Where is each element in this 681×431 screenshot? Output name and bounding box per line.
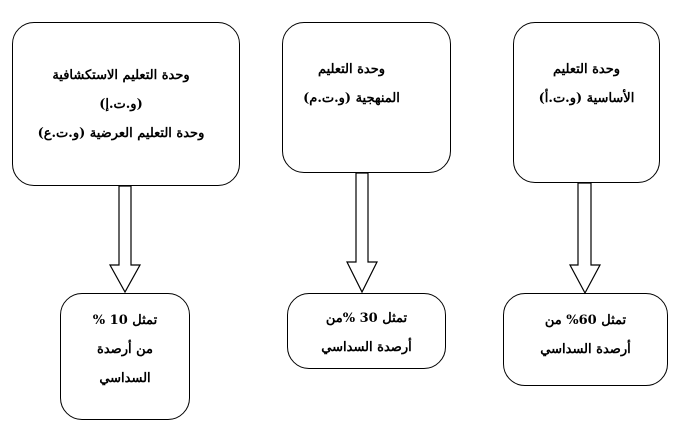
arrow-down-icon bbox=[108, 185, 142, 294]
share-text: أرصدة السداسي bbox=[321, 340, 412, 355]
share-box-30: تمثل 30 %من أرصدة السداسي bbox=[287, 293, 446, 369]
unit-title: وحدة التعليم العرضية (و.ت.ع) bbox=[37, 126, 205, 141]
unit-abbr: الأساسية (و.ت.أ) bbox=[538, 91, 635, 106]
share-text: تمثل 30 %من bbox=[325, 311, 408, 326]
unit-box-exploratory-transversal: وحدة التعليم الاستكشافية (و.ت.إ) وحدة ال… bbox=[12, 22, 240, 186]
share-text: تمثل 60% من bbox=[544, 313, 627, 328]
share-text: أرصدة السداسي bbox=[540, 342, 631, 357]
unit-abbr: المنهجية (و.ت.م) bbox=[303, 91, 400, 106]
share-box-10: تمثل 10 % من أرصدة السداسي bbox=[60, 293, 190, 420]
share-box-60: تمثل 60% من أرصدة السداسي bbox=[503, 293, 668, 386]
share-text: تمثل 10 % bbox=[92, 313, 158, 328]
share-text: السداسي bbox=[99, 371, 151, 386]
unit-title: وحدة التعليم bbox=[317, 62, 386, 77]
arrow-down-icon bbox=[346, 172, 378, 294]
unit-box-fundamental: وحدة التعليم الأساسية (و.ت.أ) bbox=[513, 22, 660, 183]
unit-title: وحدة التعليم الاستكشافية bbox=[52, 68, 190, 83]
unit-abbr: (و.ت.إ) bbox=[99, 97, 143, 112]
arrow-down-icon bbox=[568, 182, 602, 295]
unit-title: وحدة التعليم bbox=[552, 62, 621, 77]
share-text: من أرصدة bbox=[97, 342, 153, 357]
unit-box-methodological: وحدة التعليم المنهجية (و.ت.م) bbox=[282, 22, 451, 173]
